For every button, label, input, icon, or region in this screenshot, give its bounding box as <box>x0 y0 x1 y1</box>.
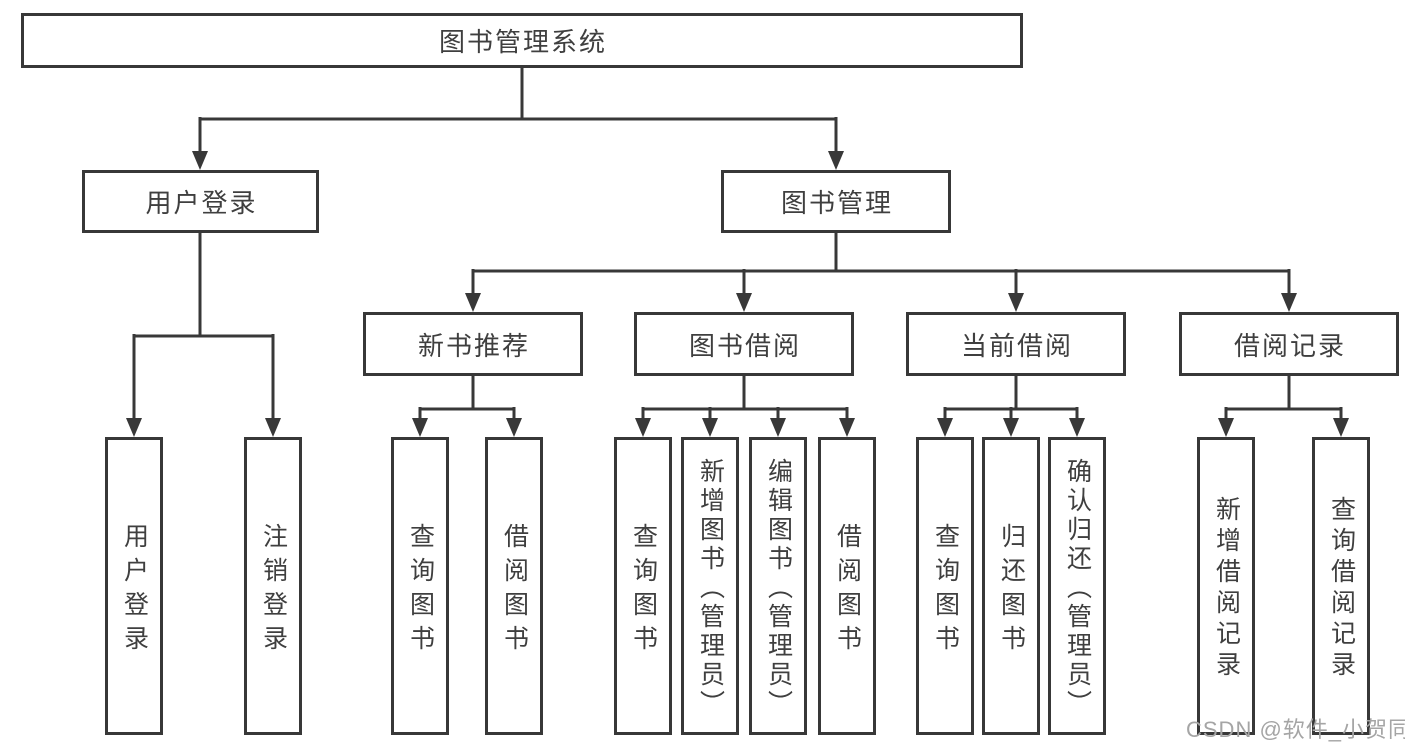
node-book-borrow-label: 图书借阅 <box>688 330 801 361</box>
csdn-watermark: CSDN @软件_小贺同学 <box>1186 717 1405 742</box>
leaf-br-query-record-label: 查询借阅记录 <box>1327 496 1356 682</box>
node-user-login-group-label: 用户登录 <box>145 188 258 218</box>
node-book-borrow: 图书借阅 <box>634 312 854 376</box>
leaf-bb-borrow-books-label: 借阅图书 <box>833 522 862 659</box>
leaf-bb-borrow-books: 借阅图书 <box>818 437 876 735</box>
leaf-cb-confirm-return-admin-label: 确认归还（管理员） <box>1063 457 1092 719</box>
leaf-rec-borrow-books: 借阅图书 <box>485 437 543 735</box>
connector-mgmt-to-level3 <box>471 233 1291 296</box>
node-new-book-recommend: 新书推荐 <box>363 312 583 376</box>
leaf-rec-query-books-label: 查询图书 <box>406 522 435 659</box>
node-borrow-records: 借阅记录 <box>1179 312 1399 376</box>
leaf-cb-confirm-return-admin: 确认归还（管理员） <box>1048 437 1106 735</box>
leaf-user-login: 用户登录 <box>105 437 163 735</box>
connector-current-to-leaves <box>943 376 1079 421</box>
node-book-management-label: 图书管理 <box>780 188 893 218</box>
node-current-borrow: 当前借阅 <box>906 312 1126 376</box>
node-root-system: 图书管理系统 <box>21 13 1023 68</box>
leaf-bb-query-books: 查询图书 <box>614 437 672 735</box>
node-user-login-group: 用户登录 <box>82 170 319 233</box>
leaf-logout-label: 注销登录 <box>259 522 288 659</box>
node-borrow-records-label: 借阅记录 <box>1233 330 1346 361</box>
connector-records-to-leaves <box>1224 376 1343 421</box>
node-root-label: 图书管理系统 <box>438 27 607 57</box>
leaf-bb-add-books-admin: 新增图书（管理员） <box>681 437 739 735</box>
leaf-logout: 注销登录 <box>244 437 302 735</box>
leaf-cb-query-books-label: 查询图书 <box>931 522 960 659</box>
leaf-user-login-label: 用户登录 <box>120 522 149 659</box>
connector-login-to-leaves <box>132 233 275 421</box>
leaf-cb-return-books-label: 归还图书 <box>997 522 1026 659</box>
connector-rec-to-leaves <box>418 376 516 421</box>
leaf-bb-edit-books-admin: 编辑图书（管理员） <box>749 437 807 735</box>
leaf-cb-query-books: 查询图书 <box>916 437 974 735</box>
leaf-br-add-record-label: 新增借阅记录 <box>1212 496 1241 682</box>
leaf-bb-query-books-label: 查询图书 <box>629 522 658 659</box>
leaf-rec-borrow-books-label: 借阅图书 <box>500 522 529 659</box>
connector-borrow-to-leaves <box>641 376 849 421</box>
node-current-borrow-label: 当前借阅 <box>960 330 1073 361</box>
connector-root-to-level2 <box>198 68 838 154</box>
leaf-br-add-record: 新增借阅记录 <box>1197 437 1255 735</box>
leaf-bb-edit-books-admin-label: 编辑图书（管理员） <box>764 457 793 719</box>
leaf-cb-return-books: 归还图书 <box>982 437 1040 735</box>
leaf-br-query-record: 查询借阅记录 <box>1312 437 1370 735</box>
node-new-book-recommend-label: 新书推荐 <box>417 330 530 361</box>
node-book-management: 图书管理 <box>721 170 951 233</box>
leaf-rec-query-books: 查询图书 <box>391 437 449 735</box>
leaf-bb-add-books-admin-label: 新增图书（管理员） <box>696 457 725 719</box>
